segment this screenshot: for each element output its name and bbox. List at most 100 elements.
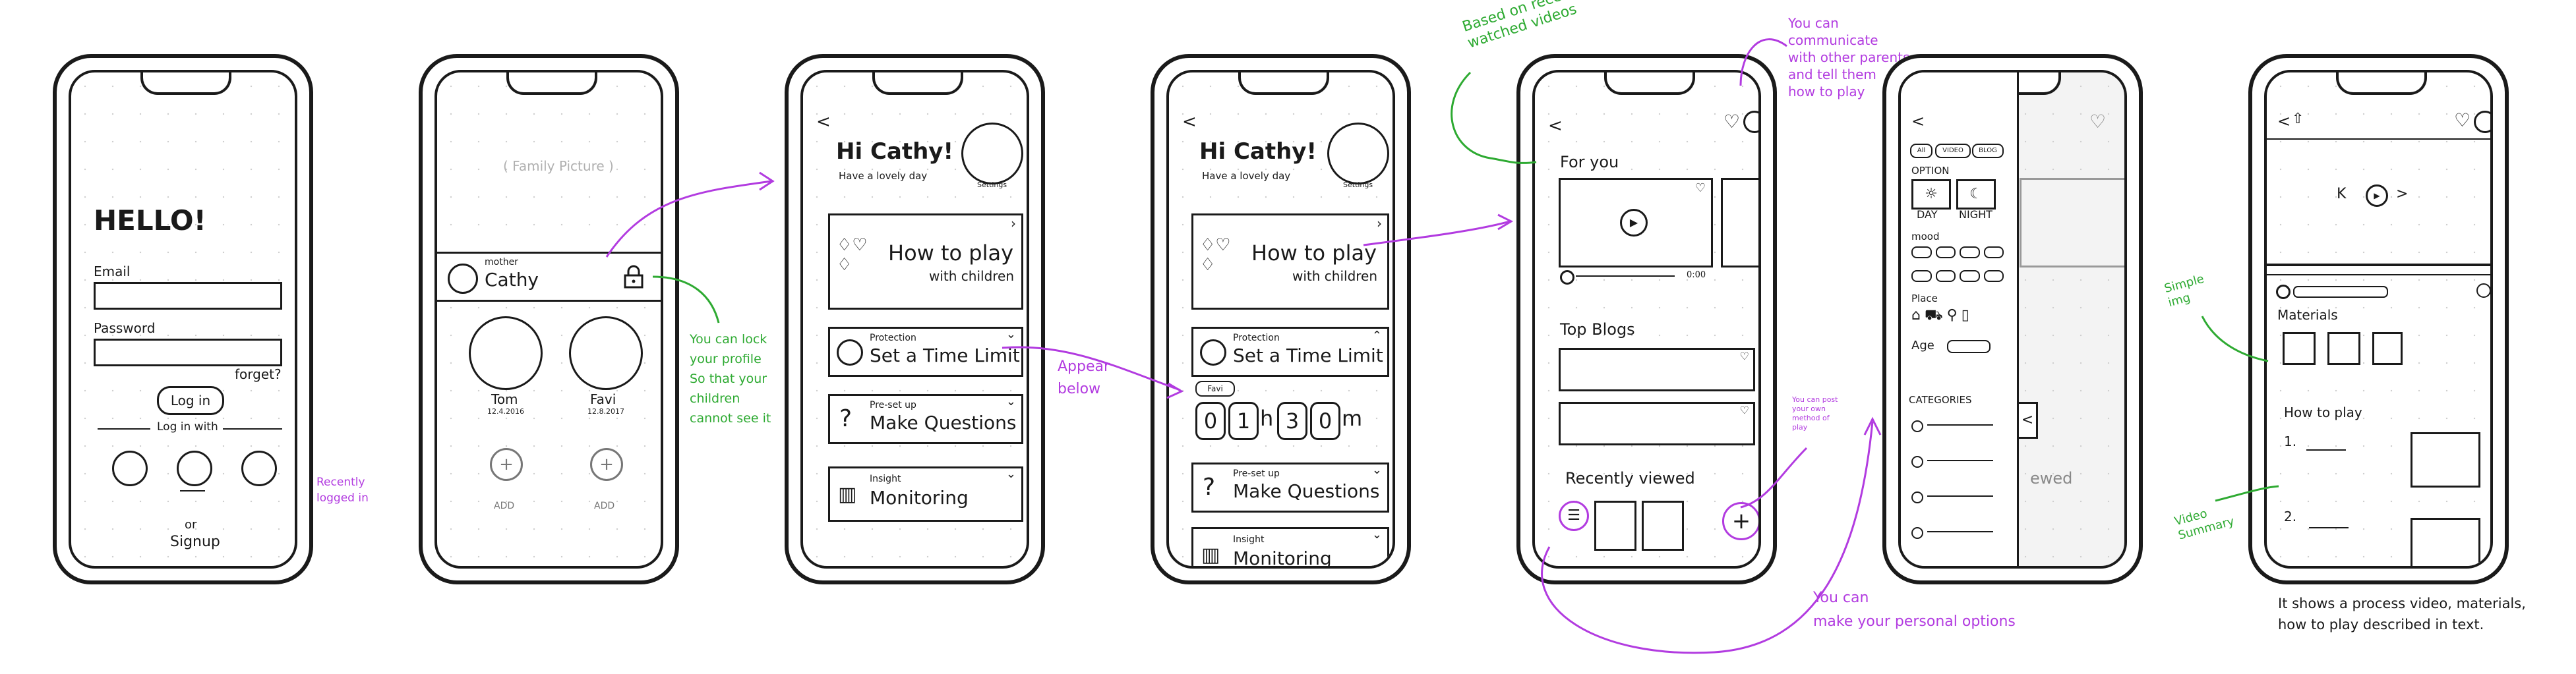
heart-icon[interactable]: ♡ — [1723, 111, 1741, 132]
share-icon[interactable]: ⇧ — [2292, 111, 2304, 127]
hearts-icon: ♢♡♢ — [837, 235, 868, 275]
card-make-questions[interactable]: ? Pre-set up Make Questions ⌄ — [828, 394, 1023, 444]
social-login-2[interactable] — [177, 451, 212, 486]
mood-option[interactable] — [1911, 246, 1932, 258]
profiles-screen: ( Family Picture ) mother Cathy Tom 12.4… — [434, 70, 663, 569]
mood-option[interactable] — [1960, 246, 1980, 258]
community-icon[interactable] — [1743, 111, 1758, 133]
recent-underline — [180, 490, 205, 491]
password-field[interactable] — [94, 339, 282, 366]
blog-card-2[interactable]: ♡ — [1559, 402, 1755, 445]
mood-options[interactable] — [1911, 246, 2004, 290]
hour-digit-2[interactable]: 1 — [1228, 402, 1259, 440]
heart-icon[interactable]: ♡ — [1694, 181, 1706, 195]
recent-item-1[interactable] — [1594, 501, 1636, 551]
mood-option[interactable] — [1911, 270, 1932, 282]
mood-option[interactable] — [1983, 270, 2004, 282]
add-post-button[interactable]: + — [1722, 502, 1758, 540]
heart-icon[interactable]: ♡ — [2454, 109, 2471, 131]
card-how-to-play[interactable]: ♢♡♢ How to play with children › — [1191, 213, 1389, 310]
card-how-to-play[interactable]: ♢♡♢ How to play with children › — [828, 213, 1023, 310]
avatar[interactable] — [1327, 123, 1389, 184]
child-avatar-tom[interactable] — [469, 316, 543, 390]
blog-card-1[interactable]: ♡ — [1559, 348, 1755, 391]
add-child-button-2[interactable]: + — [590, 448, 623, 481]
category-bullet[interactable] — [1911, 420, 1923, 432]
age-slider[interactable] — [1947, 340, 1991, 353]
place-icons[interactable]: ⌂⛟⚲▯ — [1911, 307, 1973, 323]
category-bullet[interactable] — [1911, 456, 1923, 468]
top-blogs-title: Top Blogs — [1560, 320, 1635, 339]
previous-icon[interactable]: K — [2337, 186, 2347, 202]
card-monitoring[interactable]: ▥ Insight Monitoring ⌄ — [828, 466, 1023, 522]
child-chip[interactable]: Favi — [1195, 381, 1235, 397]
video-card-2[interactable] — [1721, 178, 1758, 267]
back-icon[interactable]: < — [1548, 116, 1563, 136]
add-child-button-1[interactable]: + — [490, 448, 523, 481]
play-icon[interactable]: ▶ — [1620, 209, 1648, 237]
signup-link[interactable]: Signup — [170, 534, 220, 550]
card-time-limit[interactable]: Protection Set a Time Limit ⌃ — [1191, 327, 1389, 377]
heart-icon[interactable]: ♡ — [1739, 350, 1749, 362]
mood-label: mood — [1911, 231, 1940, 242]
phone-for-you: < ♡ For you ▶ ♡ 0:00 Top Blogs ♡ ♡ Recen… — [1516, 54, 1777, 584]
phone-notch — [140, 72, 231, 95]
social-login-3[interactable] — [241, 451, 277, 486]
minute-digit-2[interactable]: 0 — [1310, 402, 1340, 440]
category-bullet[interactable] — [1911, 527, 1923, 539]
card-title: Monitoring — [1233, 548, 1332, 569]
phone-home: < Hi Cathy! Have a lovely day Settings ♢… — [785, 54, 1045, 584]
card-make-questions[interactable]: ? Pre-set up Make Questions ⌄ — [1191, 463, 1389, 513]
for-you-screen: < ♡ For you ▶ ♡ 0:00 Top Blogs ♡ ♡ Recen… — [1532, 70, 1761, 569]
card-time-limit[interactable]: Protection Set a Time Limit ⌄ — [828, 327, 1023, 377]
lock-icon[interactable] — [623, 265, 644, 289]
hour-unit: h — [1260, 406, 1274, 431]
back-icon[interactable]: < — [1911, 112, 1925, 130]
bar-chart-icon: ▥ — [838, 483, 857, 506]
filter-video[interactable]: VIDEO — [1935, 144, 1971, 158]
mood-option[interactable] — [1960, 270, 1980, 282]
collapse-panel-button[interactable]: < — [2017, 402, 2038, 439]
hour-digit-1[interactable]: 0 — [1195, 402, 1226, 440]
back-icon[interactable]: < — [1182, 112, 1197, 132]
filter-screen: ♡ ewed < All VIDEO BLOG OPTION ☼ ☾ DAY N… — [1898, 70, 2127, 569]
recent-item-2[interactable] — [1642, 501, 1684, 551]
avatar[interactable] — [961, 123, 1023, 184]
social-login-1[interactable] — [112, 451, 148, 486]
arrow-video-summary — [2215, 485, 2279, 502]
login-screen: HELLO! Email Password forget? Log in Log… — [69, 70, 297, 569]
video-card-1[interactable]: ▶ ♡ — [1559, 178, 1713, 267]
card-title: Make Questions — [1233, 480, 1380, 502]
progress-bar[interactable] — [2267, 264, 2490, 266]
child-avatar-favi[interactable] — [569, 316, 643, 390]
profile-icon[interactable] — [2474, 111, 2490, 133]
minute-digit-1[interactable]: 3 — [1277, 402, 1307, 440]
avatar-caption: Settings — [977, 181, 1007, 189]
back-icon[interactable]: < — [816, 112, 831, 132]
day-toggle[interactable]: ☼ — [1911, 179, 1951, 210]
add-label-1: ADD — [494, 501, 515, 511]
next-icon[interactable]: > — [2396, 186, 2409, 202]
heart-icon[interactable]: ♡ — [2089, 111, 2107, 132]
login-button[interactable]: Log in — [157, 386, 224, 415]
minute-unit: m — [1342, 406, 1363, 431]
step-text-line — [2309, 527, 2349, 528]
creator-avatar — [1560, 270, 1574, 285]
options-menu-button[interactable]: ☰ — [1559, 501, 1589, 531]
mood-option[interactable] — [1935, 270, 1956, 282]
detail-caption: It shows a process video, materials, how… — [2278, 596, 2526, 632]
filter-all[interactable]: All — [1910, 144, 1932, 158]
mood-option[interactable] — [1983, 246, 2004, 258]
heart-icon[interactable]: ♡ — [1739, 404, 1749, 416]
category-bullet[interactable] — [1911, 491, 1923, 503]
back-icon[interactable]: < — [2277, 112, 2291, 130]
play-icon[interactable]: ▶ — [2366, 184, 2388, 207]
background-video-card — [2020, 178, 2124, 267]
email-field[interactable] — [94, 282, 282, 310]
mood-option[interactable] — [1935, 246, 1956, 258]
forgot-link[interactable]: forget? — [235, 366, 282, 382]
filter-blog[interactable]: BLOG — [1972, 144, 2004, 158]
step-image-1 — [2411, 432, 2480, 488]
card-monitoring[interactable]: ▥ Insight Monitoring ⌄ — [1191, 527, 1389, 569]
night-toggle[interactable]: ☾ — [1956, 179, 1996, 210]
